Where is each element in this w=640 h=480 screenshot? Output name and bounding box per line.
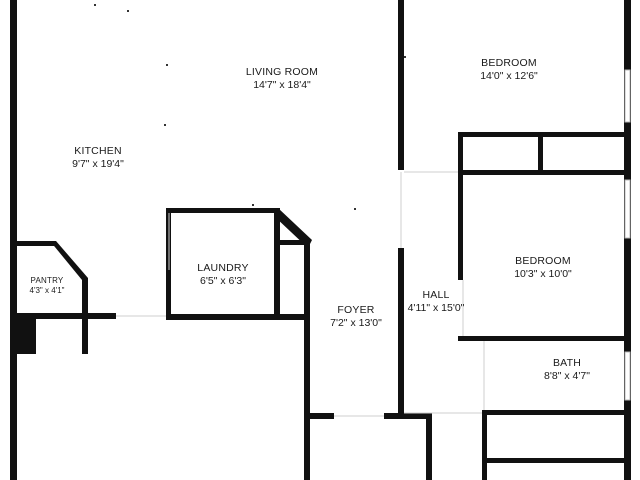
wall-hall-left: [398, 248, 404, 418]
room-label-bath: BATH 8'8" x 4'7": [544, 357, 590, 383]
wall-bedroom2-left: [458, 132, 463, 280]
room-dimensions: 14'0" x 12'6": [480, 70, 538, 83]
room-label-living: LIVING ROOM 14'7" x 18'4": [246, 66, 318, 92]
wall-entry-right: [426, 413, 432, 480]
wall-right-exterior: [624, 0, 631, 480]
wall-laundry-closet: [276, 240, 310, 245]
wall-laundry-top: [166, 208, 278, 213]
wall-left-exterior: [10, 0, 17, 480]
wall-kitchen-bottom: [10, 313, 116, 319]
room-dimensions: 14'7" x 18'4": [253, 79, 311, 92]
room-name: LIVING ROOM: [245, 66, 319, 78]
wall-closet-divider: [538, 132, 543, 174]
wall-bath-top: [458, 336, 628, 341]
room-name: BATH: [552, 357, 582, 369]
room-label-bedroom-1: BEDROOM 14'0" x 12'6": [480, 57, 538, 83]
window-bedroom1: [624, 69, 631, 123]
wall-laundry-bottom: [166, 314, 310, 320]
door-openings: [116, 171, 485, 417]
dots: [94, 4, 406, 210]
wall-pantry-right: [82, 278, 88, 354]
room-label-kitchen: KITCHEN 9'7" x 19'4": [72, 145, 124, 171]
room-dimensions: 4'11" x 15'0": [407, 302, 465, 315]
room-label-pantry: PANTRY 4'3" x 4'1": [30, 276, 65, 296]
room-name: PANTRY: [30, 276, 64, 285]
wall-lower: [482, 458, 628, 463]
window-bedroom2: [624, 179, 631, 239]
wall-pantry-diag: [50, 241, 88, 280]
room-dimensions: 10'3" x 10'0": [514, 268, 572, 281]
room-dimensions: 8'8" x 4'7": [544, 370, 590, 383]
room-name: FOYER: [337, 304, 375, 316]
room-dimensions: 4'3" x 4'1": [29, 286, 65, 295]
room-name: LAUNDRY: [197, 262, 249, 274]
room-dimensions: 9'7" x 19'4": [72, 158, 124, 171]
wall-bath-bottom: [482, 410, 628, 415]
room-label-foyer: FOYER 7'2" x 13'0": [330, 304, 382, 330]
room-label-laundry: LAUNDRY 6'5" x 6'3": [197, 262, 248, 288]
windows: [624, 69, 631, 401]
wall-bedroom2-top: [458, 170, 628, 175]
wall-laundry-closet-diag: [274, 208, 312, 248]
wall-foyer-bottom-left: [310, 413, 334, 419]
room-name: HALL: [422, 289, 450, 301]
room-name: BEDROOM: [481, 57, 537, 69]
wall-foyer-left: [304, 240, 310, 480]
window-bath: [624, 351, 631, 401]
wall-lower-left: [482, 415, 487, 480]
wall-pantry-top: [10, 241, 54, 246]
wall-column: [12, 316, 36, 354]
wall-laundry-right: [274, 208, 280, 320]
room-label-bedroom-2: BEDROOM 10'3" x 10'0": [514, 255, 572, 281]
room-dimensions: 7'2" x 13'0": [330, 317, 382, 330]
room-dimensions: 6'5" x 6'3": [200, 275, 246, 288]
room-name: KITCHEN: [74, 145, 122, 157]
room-label-hall: HALL 4'11" x 15'0": [408, 289, 465, 315]
wall-living-bedroom: [398, 0, 404, 170]
room-name: BEDROOM: [515, 255, 571, 267]
wall-foyer-bottom-right: [384, 413, 432, 419]
